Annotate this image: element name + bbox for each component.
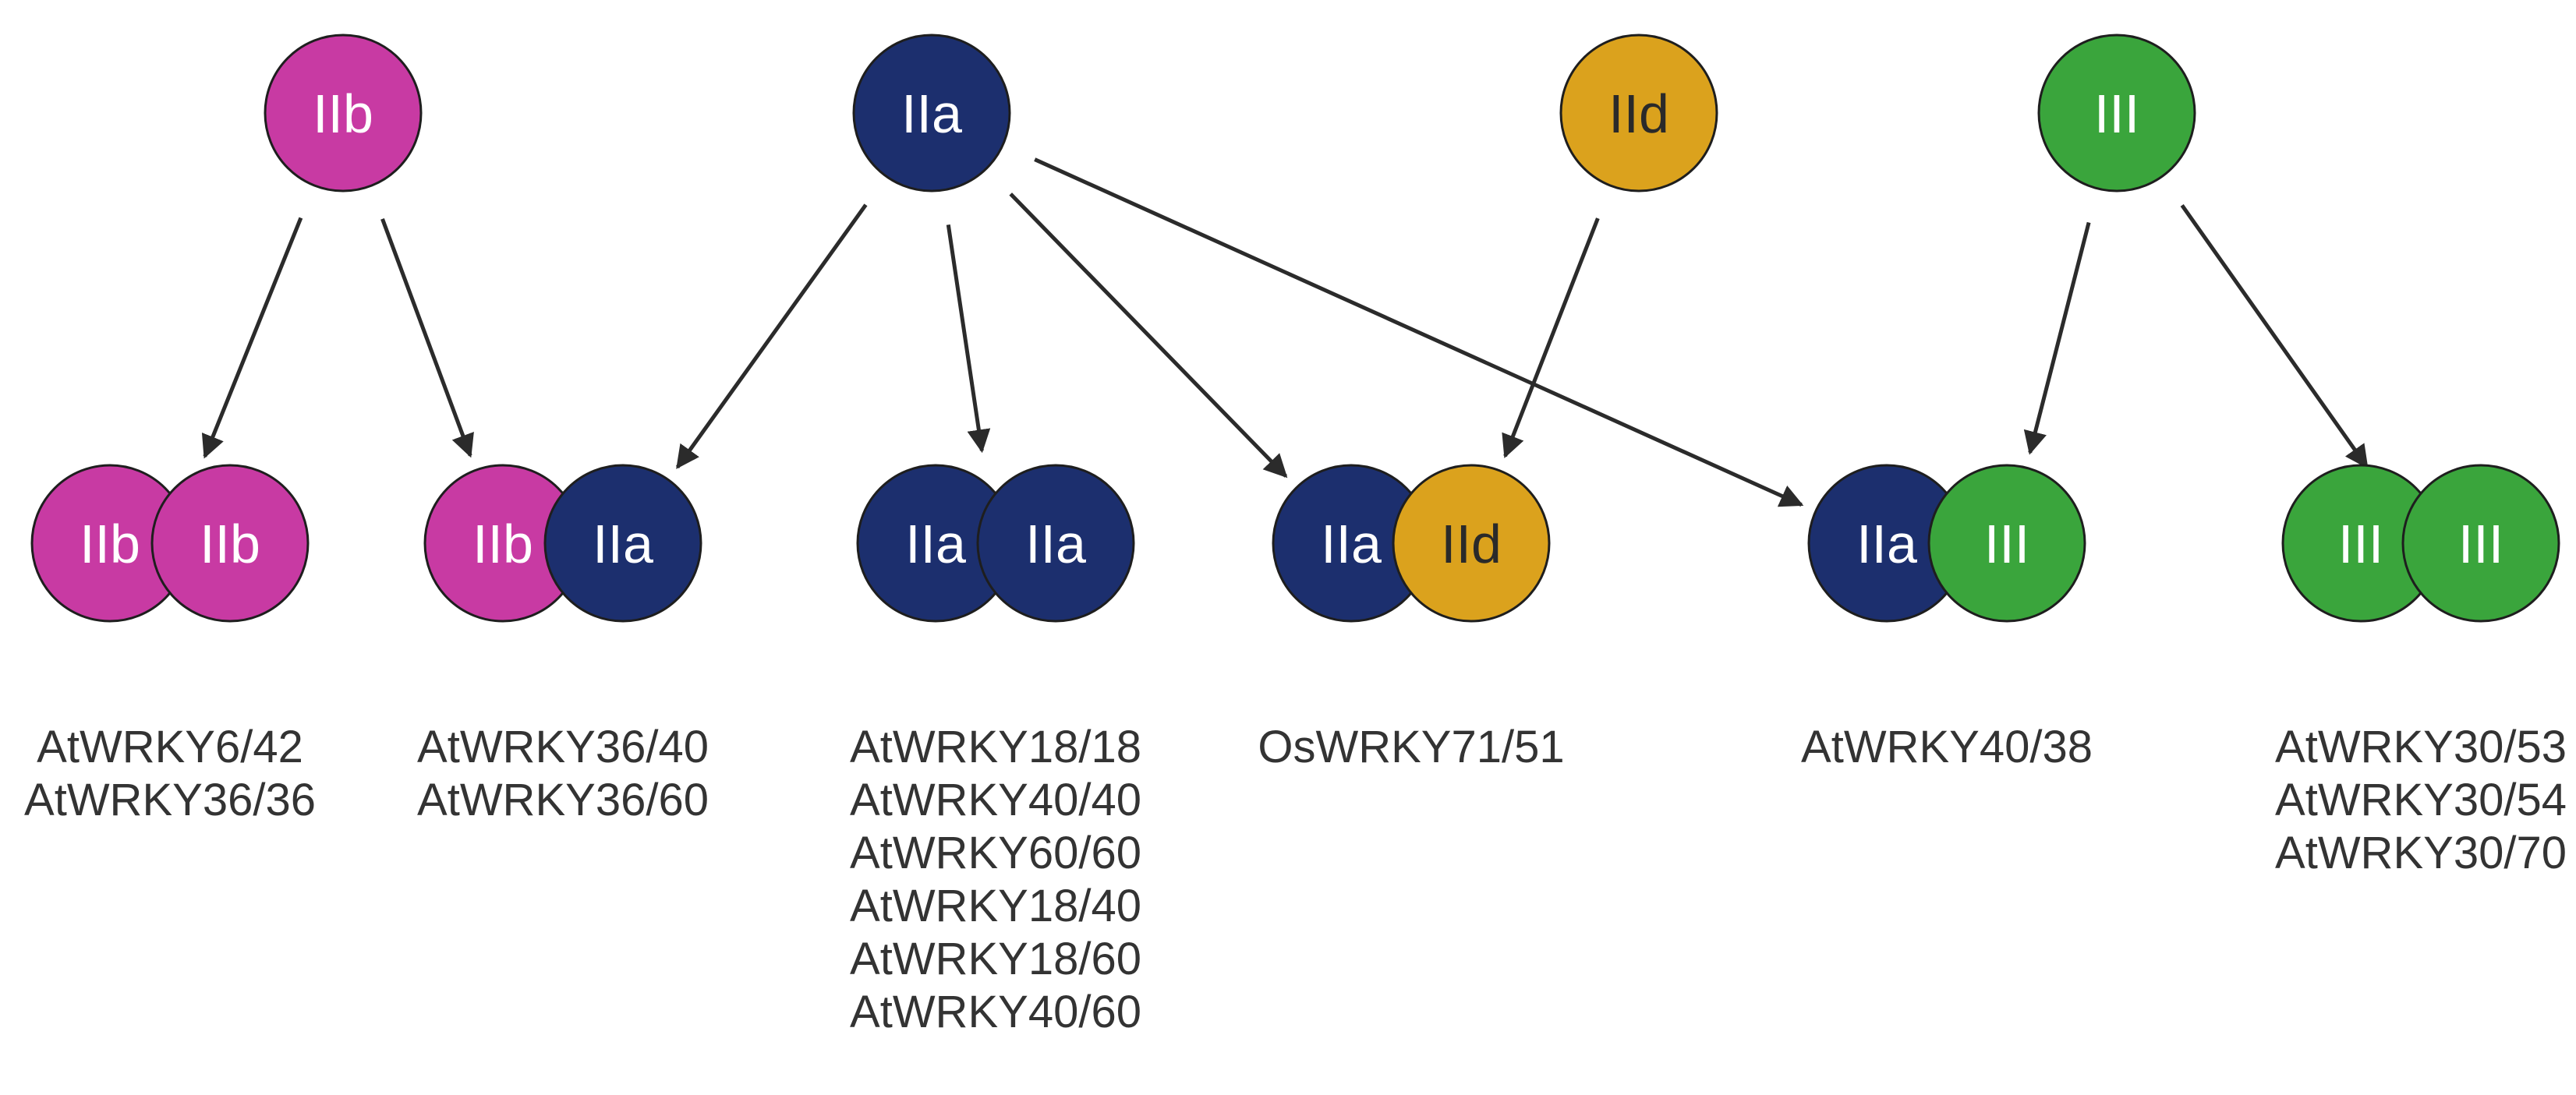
pair-label: AtWRKY30/54 [2275,775,2567,825]
pair-label: AtWRKY36/40 [417,722,709,772]
dimer-3-right-circle [1392,464,1551,623]
dimer-0-right-label: IIb [200,514,260,574]
arrow-iii-to-dimer-4 [2023,221,2091,455]
dimer-3-pairs: OsWRKY71/51 [1258,722,1564,772]
dimer-4-right-label: III [1984,514,2029,574]
dimer-1-right-label: IIa [593,514,653,574]
pair-label: OsWRKY71/51 [1258,722,1564,772]
pair-label: AtWRKY18/18 [850,722,1141,772]
dimer-3-right-label: IId [1441,514,1502,574]
dimer-1-left-label: IIb [472,514,533,574]
pair-label: AtWRKY36/60 [417,775,709,825]
dimer-4-right-circle [1927,464,2086,623]
arrow-iia-to-dimer-1 [675,203,868,469]
pair-label: AtWRKY30/53 [2275,722,2567,772]
group-iib-label: IIb [313,83,373,144]
pair-label: AtWRKY60/60 [850,828,1141,878]
arrow-iia-to-dimer-3 [1009,193,1288,479]
group-iii-circle [2037,34,2196,193]
dimer-5-right-label: III [2458,514,2503,574]
dimer-4-left-label: IIa [1856,514,1917,574]
pair-label: AtWRKY18/60 [850,934,1141,984]
dimer-1-right-circle [543,464,702,623]
arrow-iia-to-dimer-2 [946,224,991,454]
arrow-iid-to-dimer-3 [1502,217,1600,458]
arrow-iib-to-dimer-1 [380,218,474,458]
dimer-2-right-label: IIa [1025,514,1086,574]
dimer-5-left-label: III [2338,514,2383,574]
group-iib-circle [264,34,423,193]
groups-layer: IIb IIa IId III [264,34,2196,193]
pair-label: AtWRKY40/60 [850,987,1141,1037]
pair-label: AtWRKY6/42 [37,722,303,772]
group-iid-label: IId [1608,83,1669,144]
group-iia-label: IIa [901,83,962,144]
arrow-iib-to-dimer-0 [201,217,303,459]
dimer-2-right-circle [976,464,1135,623]
dimer-0-right-circle [150,464,310,623]
pair-label: AtWRKY40/38 [1801,722,2093,772]
dimers-layer: IIb IIb IIb IIa IIa IIa IIa IId IIa III III III [30,464,2560,623]
arrows-layer [201,157,2369,507]
arrow-iia-to-dimer-4 [1034,157,1804,507]
group-iid-circle [1559,34,1718,193]
arrow-iii-to-dimer-5 [2180,203,2369,469]
dimer-4-pairs: AtWRKY40/38 [1801,722,2093,772]
dimer-0-left-label: IIb [80,514,140,574]
dimer-5-right-circle [2401,464,2560,623]
pair-label: AtWRKY18/40 [850,881,1141,931]
pair-label: AtWRKY40/40 [850,775,1141,825]
pair-label: AtWRKY30/70 [2275,828,2567,878]
pair-label: AtWRKY36/36 [24,775,316,825]
dimer-3-left-label: IIa [1321,514,1382,574]
group-iii-label: III [2094,83,2139,144]
dimer-2-left-label: IIa [905,514,966,574]
group-iia-circle [852,34,1011,193]
